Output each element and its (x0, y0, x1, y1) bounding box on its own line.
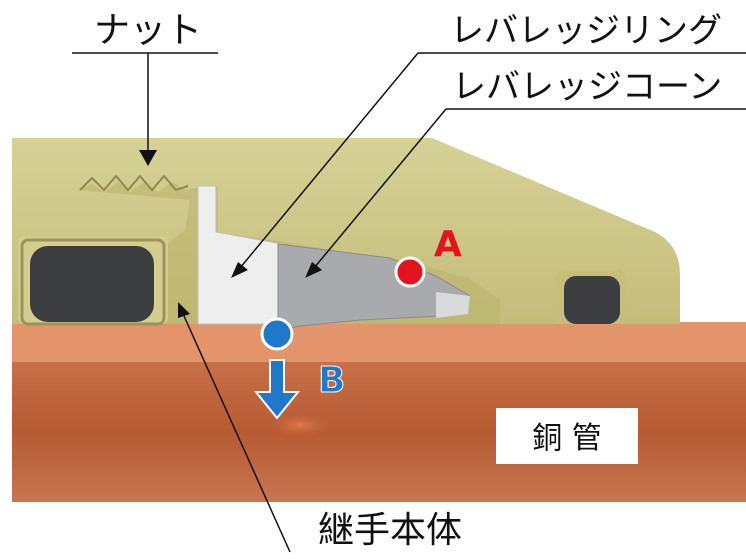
marker-a-dot (394, 256, 426, 288)
leverage-cone-label: レバレッジコーン (452, 67, 722, 107)
nut-leader-arrowhead (139, 150, 157, 166)
cone-leader-line (313, 108, 447, 269)
copper-pipe-label: 銅 管 (532, 421, 602, 456)
ring-leader-arrowhead (231, 262, 248, 278)
copper-pipe-top-layer (12, 322, 746, 364)
leverage-ring-label: レバレッジリング (450, 11, 722, 51)
left-o-ring (30, 246, 154, 322)
cone-leader-arrowhead (305, 262, 322, 278)
leverage-cone-tip (436, 292, 470, 318)
marker-a-label: A (434, 224, 462, 265)
left-seal-frame (20, 238, 166, 326)
nut-thread-teeth (79, 174, 189, 192)
joint-body-leader-line (183, 315, 291, 553)
marker-b-label: B (318, 360, 345, 401)
marker-b-down-arrow-icon (253, 359, 301, 420)
pipe-dent-mark (262, 411, 338, 439)
right-o-ring (564, 276, 620, 324)
joint-body-leader-arrowhead (178, 302, 190, 318)
nut-label: ナット (94, 10, 202, 51)
ring-leader-line (239, 52, 419, 269)
copper-pipe-label-box (496, 408, 638, 464)
marker-b-dot (260, 317, 294, 351)
joint-body-label: 継手本体 (318, 510, 462, 551)
